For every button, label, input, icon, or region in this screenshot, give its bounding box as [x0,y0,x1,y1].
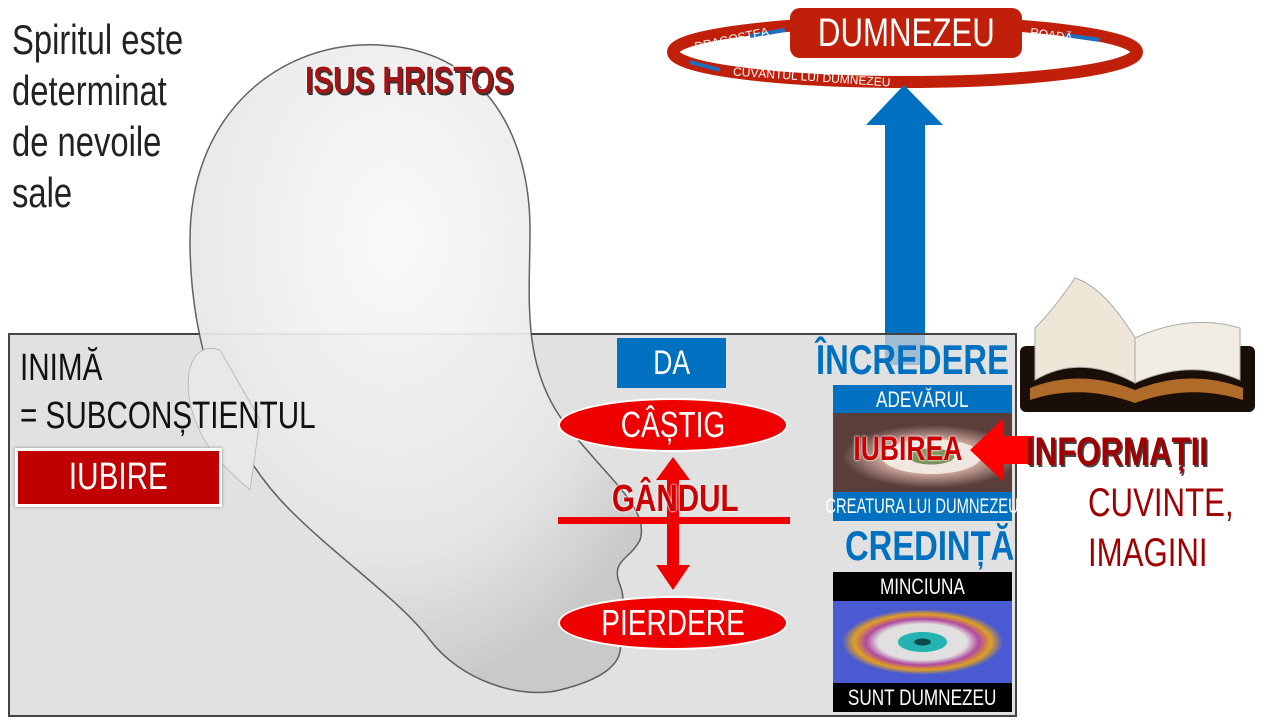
head-label-text: ISUS HRISTOS [305,60,514,102]
loss-ellipse: PIERDERE [558,596,788,650]
lie-label: MINCIUNA [880,573,965,599]
god-label: DUMNEZEU [817,10,995,55]
thought-label: GÂNDUL [590,478,760,521]
creature-label: CREATURA LUI DUMNEZEU [825,494,1020,518]
arrow-icon [1064,33,1101,42]
truth-label: ADEVĂRUL [876,386,969,412]
information-title: INFORMAȚII [1026,430,1259,475]
bible-book-icon [1020,277,1255,412]
heart-line1: INIMĂ [20,347,103,389]
creature-bar: CREATURA LUI DUMNEZEU [826,492,1019,521]
words-label: CUVINTE, [1088,481,1234,525]
arrow-icon [749,28,786,38]
images-label: IMAGINI [1088,531,1208,575]
i-am-god-label: SUNT DUMNEZEU [848,684,997,710]
heart-title: INIMĂ = SUBCONȘTIENTUL [20,344,399,440]
up-arrow-icon [866,85,943,365]
head-label: ISUS HRISTOS [305,60,572,103]
god-box: DUMNEZEU [790,8,1022,58]
trust-title-text: ÎNCREDERE [816,336,1009,383]
intro-line: de nevoile [12,118,162,165]
truth-bar: ADEVĂRUL [833,385,1012,414]
lie-bar: MINCIUNA [833,572,1012,601]
love-badge-text: IUBIRE [69,456,168,498]
thought-label-text: GÂNDUL [611,478,739,520]
thought-arrows-icon [558,457,790,590]
intro-line: determinat [12,67,167,114]
gain-ellipse: CÂȘTIG [558,398,788,452]
trust-title: ÎNCREDERE [816,336,1063,384]
intro-line: Spiritul este [12,16,184,63]
faith-title-text: CREDINȚĂ [845,522,1015,569]
yes-box: DA [617,338,726,388]
i-am-god-bar: SUNT DUMNEZEU [833,683,1012,712]
loss-label: PIERDERE [601,602,745,643]
gain-label: CÂȘTIG [620,404,726,445]
heart-line2: = SUBCONȘTIENTUL [20,395,316,437]
yes-label: DA [653,343,690,382]
love-badge: IUBIRE [15,448,222,507]
eye-love-label: IUBIREA [833,430,983,469]
left-arrow-icon [970,418,1034,482]
intro-text: Spiritul este determinat de nevoile sale [12,14,231,218]
eye-love-text: IUBIREA [853,430,963,468]
information-title-text: INFORMAȚII [1026,430,1208,474]
faith-title: CREDINȚĂ [845,522,1062,570]
intro-line: sale [12,169,73,216]
arrow-icon [689,60,721,72]
colorful-eye-image [833,601,1012,683]
information-details: CUVINTE, IMAGINI [1088,478,1275,578]
head-silhouette [187,44,643,694]
